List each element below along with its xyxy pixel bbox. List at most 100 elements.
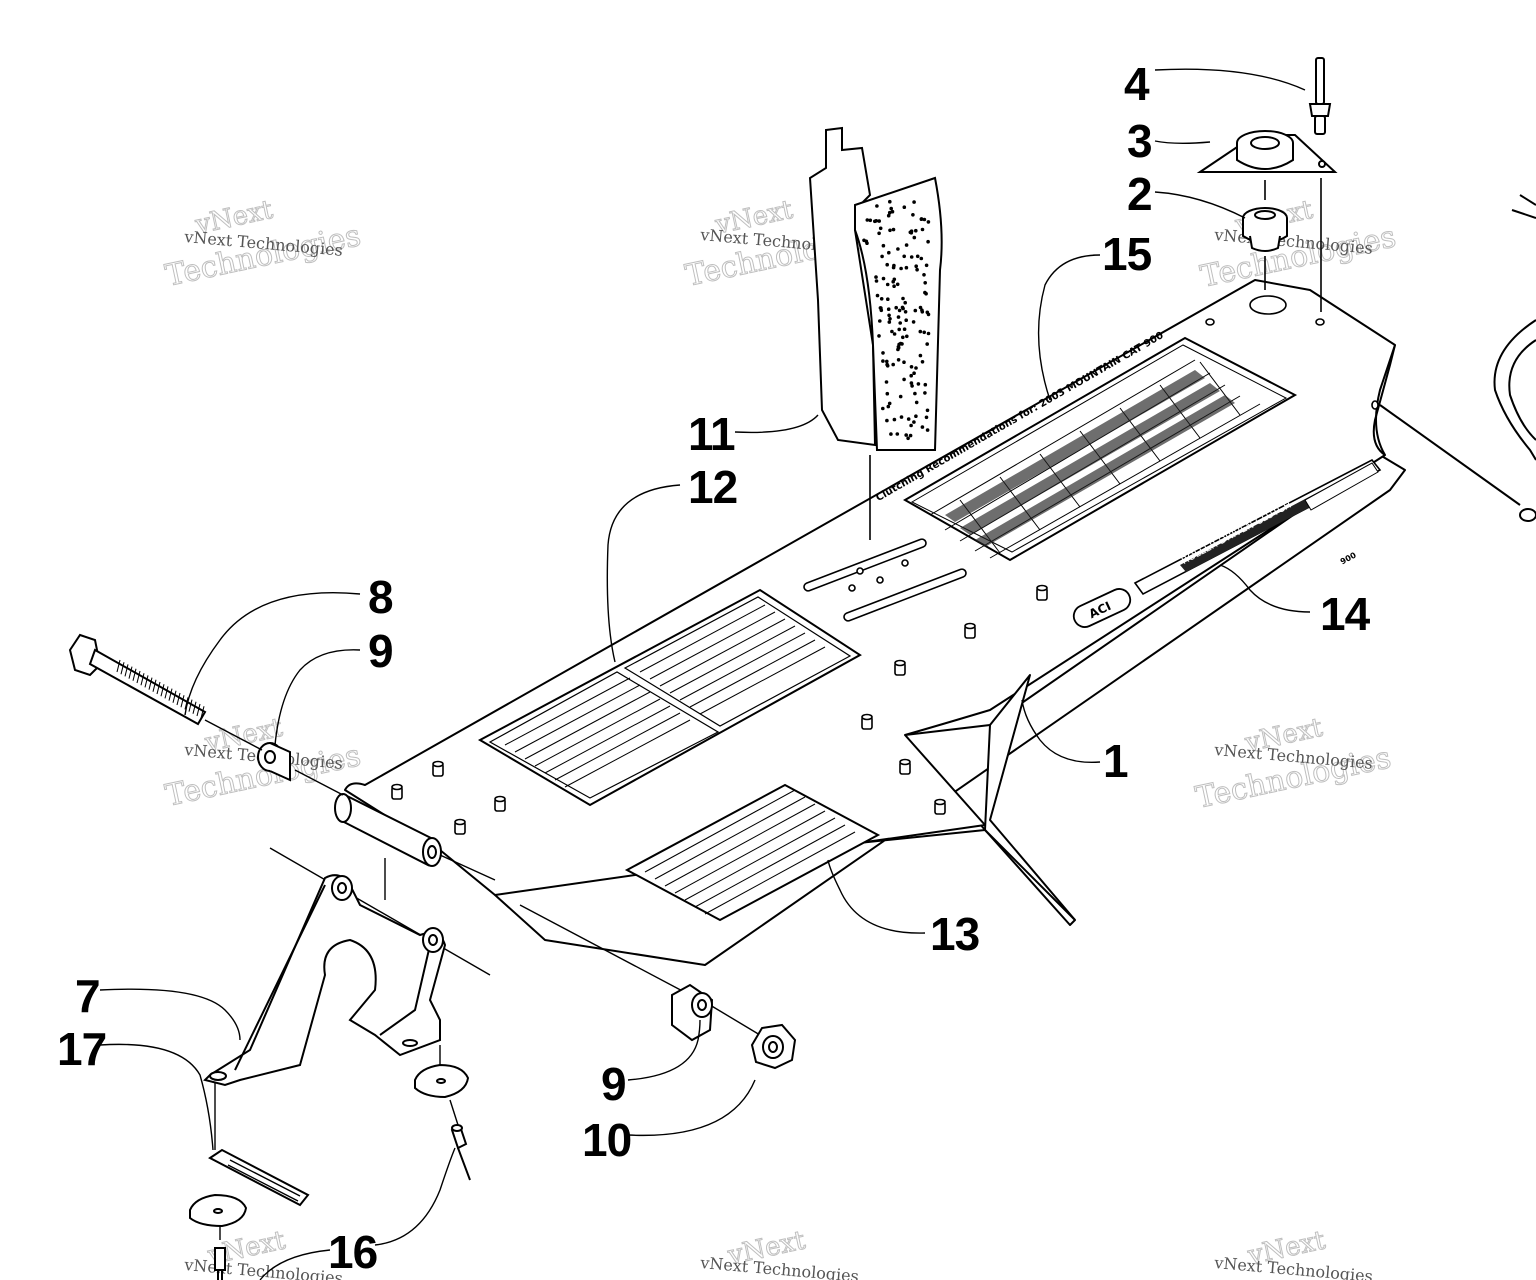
callout-4: 4 <box>1124 58 1150 110</box>
grip-dot <box>896 347 900 352</box>
grip-dot <box>903 310 908 314</box>
grip-dot <box>875 204 879 208</box>
grip-dot <box>919 217 924 221</box>
grip-dot <box>885 391 890 396</box>
grip-dot <box>895 282 900 287</box>
grip-dot <box>898 394 903 399</box>
grip-dot <box>886 297 890 302</box>
rivet-16-lower <box>214 1247 226 1280</box>
grip-dot <box>894 305 898 310</box>
grip-dot <box>909 255 914 259</box>
grip-dot <box>923 290 927 295</box>
callout-14: 14 <box>1320 588 1371 640</box>
grip-dot <box>915 254 920 259</box>
grip-dot <box>904 318 908 323</box>
grip-dot <box>868 218 873 223</box>
grip-dot <box>887 210 892 215</box>
grip-dot <box>890 329 894 334</box>
grip-dot <box>902 360 906 365</box>
thread-line <box>196 703 201 717</box>
grip-dot <box>874 275 878 279</box>
grip-dot <box>875 293 880 298</box>
grip-dot <box>923 391 927 395</box>
grip-dot <box>925 428 930 432</box>
thread-line <box>200 706 205 719</box>
grip-dot <box>926 220 931 224</box>
callout-labels: 1 2 3 4 7 8 9 9 10 11 12 13 14 15 16 17 <box>57 58 1372 1278</box>
grip-dot <box>899 266 903 271</box>
callout-1: 1 <box>1103 735 1128 787</box>
mounting-slots <box>803 538 967 622</box>
grip-dot <box>891 362 895 367</box>
thread-line <box>160 684 165 697</box>
bolt-threads <box>116 659 205 719</box>
bolt-8 <box>68 633 207 726</box>
grip-dot <box>874 279 879 283</box>
callout-16: 16 <box>328 1226 377 1278</box>
grip-dot <box>912 200 916 204</box>
callout-10: 10 <box>582 1114 631 1166</box>
grip-dot <box>910 384 914 388</box>
grip-dot <box>881 243 886 248</box>
grip-dot <box>904 243 909 247</box>
callout-8: 8 <box>368 571 393 623</box>
grip-dot <box>884 380 889 384</box>
grip-dot <box>918 305 923 310</box>
thread-line <box>156 681 161 695</box>
callout-9-upper: 9 <box>368 625 393 677</box>
grip-dot <box>902 254 906 259</box>
grip-dot <box>885 262 889 267</box>
thread-line <box>136 670 141 684</box>
callout-12: 12 <box>688 461 737 513</box>
grip-dot <box>891 279 895 284</box>
rubber-grommet-2 <box>1242 207 1288 252</box>
thread-line <box>152 679 157 692</box>
thread-line <box>140 673 145 686</box>
grip-dot <box>885 282 890 287</box>
grip-dot <box>911 213 915 217</box>
callout-9-lower: 9 <box>601 1058 626 1110</box>
grip-dot <box>896 315 901 319</box>
mount-bracket-3 <box>1196 130 1338 173</box>
grip-dot <box>898 321 902 325</box>
cable-right <box>1379 194 1536 522</box>
bushing-9-upper <box>257 742 291 782</box>
grip-dot <box>918 353 923 358</box>
thread-line <box>180 695 185 708</box>
callout-11: 11 <box>688 408 735 460</box>
nut-10 <box>750 1023 797 1070</box>
grip-dot <box>909 423 913 428</box>
grip-dot <box>897 327 901 332</box>
grip-dot <box>911 320 916 324</box>
grip-dot <box>887 313 891 318</box>
grip-dot <box>892 417 897 422</box>
grip-dot <box>885 359 889 364</box>
grip-dot <box>880 254 884 259</box>
warning-decal-13 <box>624 783 881 922</box>
grip-dot <box>912 371 916 376</box>
bushing-9-lower <box>671 983 714 1042</box>
thread-line <box>124 664 129 677</box>
grip-dot <box>912 235 917 240</box>
thread-line <box>164 686 169 699</box>
grip-dot <box>887 250 891 255</box>
grip-dot <box>885 364 890 368</box>
leader-lines <box>99 68 1311 1280</box>
grip-dot <box>877 231 881 236</box>
grip-dot <box>926 331 931 336</box>
grip-dot <box>925 342 929 346</box>
callout-15: 15 <box>1102 228 1152 280</box>
grip-dot <box>904 265 909 270</box>
pivot-tube <box>334 793 442 867</box>
grip-dot <box>902 205 907 209</box>
grip-dot <box>886 213 891 218</box>
grip-dot <box>919 256 924 261</box>
grip-dot <box>906 417 911 421</box>
grip-dot <box>881 351 885 355</box>
grip-dot <box>890 209 895 214</box>
grip-dot <box>915 267 919 272</box>
grip-dot <box>881 406 885 411</box>
grip-dot <box>914 366 918 370</box>
callout-2: 2 <box>1127 168 1152 220</box>
plate-studs <box>391 584 1048 835</box>
